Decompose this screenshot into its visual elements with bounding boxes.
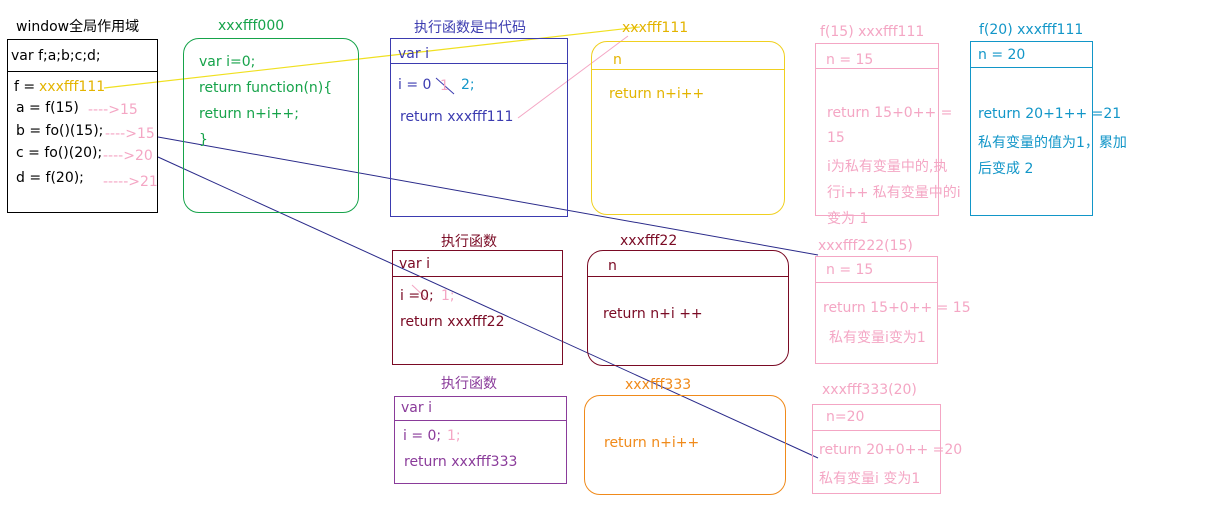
- fff333-title: xxxfff333: [625, 377, 692, 393]
- window-a: a = f(15): [16, 100, 79, 116]
- f20-n: n = 20: [978, 47, 1026, 63]
- window-f-value: xxxfff111: [39, 79, 106, 95]
- window-b-arrow: ---->15: [105, 126, 155, 142]
- fff22-n: n: [608, 258, 617, 274]
- f15-divider: [815, 68, 939, 69]
- window-scope-box: [7, 39, 158, 213]
- fff222-line1: return 15+0++ = 15: [823, 300, 971, 316]
- fff333b-line1: return 20+0++ =20: [819, 442, 963, 458]
- f15-line1: return 15+0++ =: [827, 105, 953, 121]
- fff111-box: [591, 41, 785, 215]
- exec2-divider: [392, 276, 563, 277]
- exec2-box: [392, 250, 563, 365]
- f15-line4: 行i++ 私有变量中的i: [827, 185, 961, 201]
- fff333b-divider: [812, 430, 941, 431]
- exec3-box: [394, 396, 567, 484]
- exec1-var: var i: [398, 46, 429, 62]
- fff111-n: n: [613, 52, 622, 68]
- exec3-i-label: i = 0;: [403, 428, 442, 444]
- exec3-title: 执行函数: [441, 376, 497, 392]
- f15-line2: 15: [827, 130, 845, 146]
- f15-line5: 变为 1: [827, 211, 869, 227]
- fn000-title: xxxfff000: [218, 18, 285, 34]
- window-d: d = f(20);: [16, 170, 84, 186]
- f15-line3: i为私有变量中的,执: [827, 159, 948, 175]
- window-b: b = fo()(15);: [16, 123, 104, 139]
- window-a-arrow: ---->15: [88, 102, 138, 118]
- exec2-return: return xxxfff22: [400, 314, 505, 330]
- exec1-value2: 2;: [461, 77, 475, 93]
- fn000-line2: return function(n){: [199, 80, 333, 96]
- fn000-line4: }: [199, 132, 208, 148]
- fff222-box: [815, 256, 938, 364]
- f20-title: f(20) xxxfff111: [979, 22, 1084, 38]
- window-f-label: f =: [14, 79, 36, 95]
- exec2-i-label: i =0;: [400, 288, 434, 304]
- fff222-line2: 私有变量i变为1: [829, 330, 926, 346]
- window-divider: [7, 71, 158, 72]
- fff111-return: return n+i++: [609, 86, 705, 102]
- fff22-title: xxxfff22: [620, 233, 678, 249]
- f15-n: n = 15: [826, 52, 874, 68]
- exec3-divider: [394, 420, 567, 421]
- f20-box: [970, 41, 1093, 216]
- fff111-divider: [591, 69, 785, 70]
- window-decl: var f;a;b;c;d;: [11, 48, 101, 64]
- exec2-var: var i: [399, 256, 430, 272]
- fff22-box: [587, 250, 789, 366]
- fff333b-n: n=20: [826, 409, 865, 425]
- exec3-value1: 1;: [447, 428, 461, 444]
- fn000-line3: return n+i++;: [199, 106, 299, 122]
- exec1-divider: [390, 63, 568, 64]
- fff333b-box: [812, 404, 941, 494]
- exec1-i-label: i = 0: [398, 77, 432, 93]
- window-d-arrow: ----->21: [103, 174, 158, 190]
- fff333-return: return n+i++: [604, 435, 700, 451]
- fff333b-line2: 私有变量i 变为1: [819, 471, 921, 487]
- f20-divider: [970, 67, 1093, 68]
- exec2-value1: 1;: [441, 288, 455, 304]
- f15-box: [815, 43, 939, 216]
- f20-line1: return 20+1++ =21: [978, 106, 1122, 122]
- window-c: c = fo()(20);: [16, 145, 103, 161]
- fn000-line1: var i=0;: [199, 54, 256, 70]
- f20-line2: 私有变量的值为1，累加: [978, 135, 1127, 151]
- fff333-box: [584, 395, 786, 495]
- fff222-n: n = 15: [826, 262, 874, 278]
- window-title: window全局作用域: [16, 19, 140, 35]
- fff111-title: xxxfff111: [622, 20, 689, 36]
- fn000-box: [183, 38, 359, 213]
- exec1-value1: 1: [440, 78, 449, 94]
- exec1-return: return xxxfff111: [400, 109, 514, 125]
- fff222-divider: [815, 282, 938, 283]
- f20-line3: 后变成 2: [978, 161, 1034, 177]
- exec1-title: 执行函数是中代码: [414, 20, 526, 36]
- exec3-var: var i: [401, 400, 432, 416]
- exec1-box: [390, 38, 568, 217]
- exec2-title: 执行函数: [441, 234, 497, 250]
- fff22-divider: [587, 276, 789, 277]
- window-c-arrow: ---->20: [103, 148, 153, 164]
- fff222-title: xxxfff222(15): [818, 238, 913, 254]
- fff333b-title: xxxfff333(20): [822, 382, 917, 398]
- f15-title: f(15) xxxfff111: [820, 24, 925, 40]
- fff22-return: return n+i ++: [603, 306, 703, 322]
- exec3-return: return xxxfff333: [404, 454, 518, 470]
